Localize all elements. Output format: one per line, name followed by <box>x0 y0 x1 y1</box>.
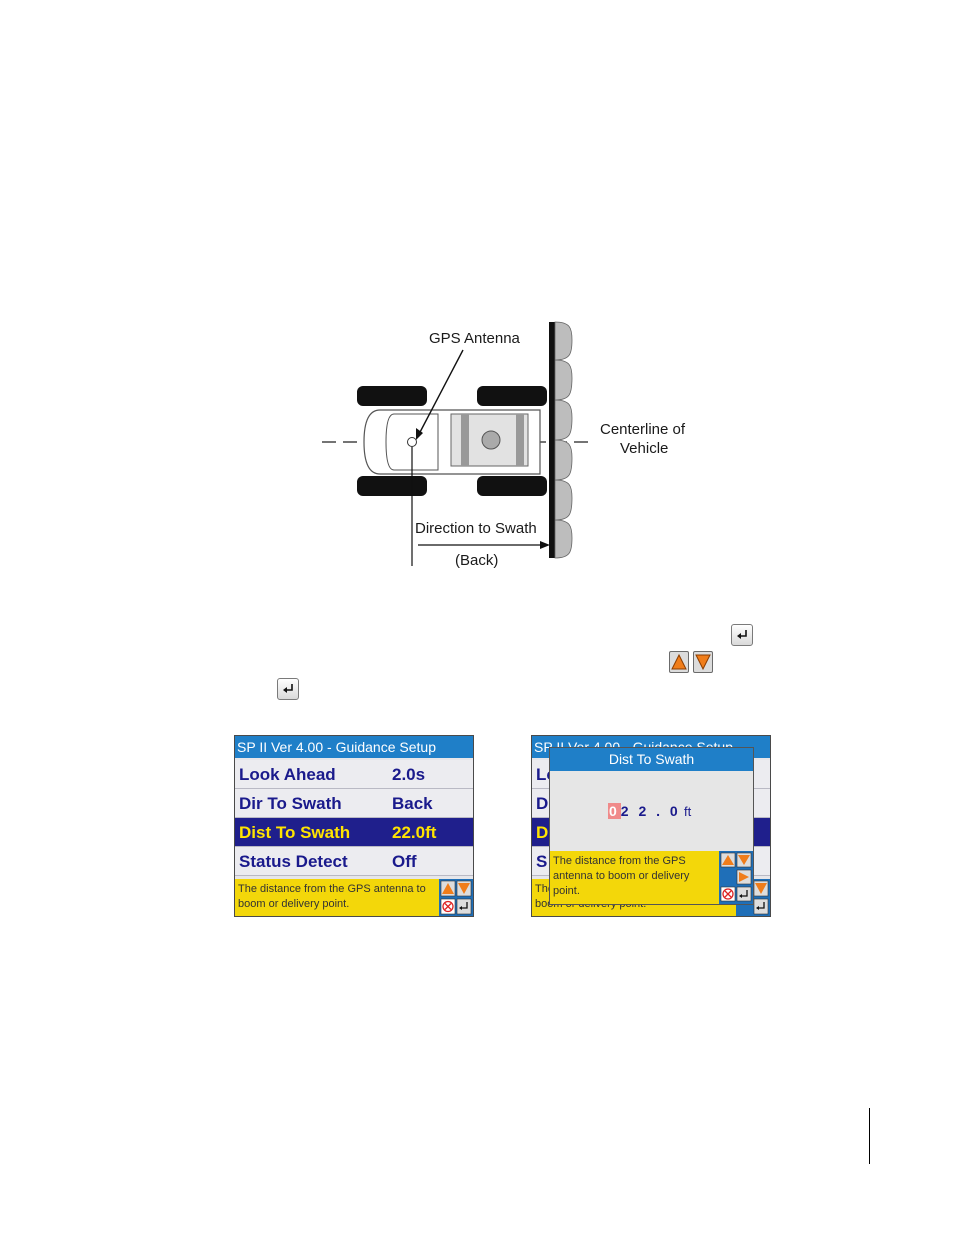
setting-label: D <box>536 794 549 813</box>
engine-rail-left <box>461 414 469 466</box>
vehicle-diagram-drawing <box>322 321 592 566</box>
cancel-icon[interactable] <box>720 886 736 902</box>
up-arrow-icon <box>669 651 689 673</box>
centerline-label-line1: Centerline of <box>600 421 686 438</box>
front-right-tire <box>477 476 547 496</box>
digit-cursor[interactable]: 0 <box>608 803 621 819</box>
right-arrow-icon[interactable] <box>736 869 752 885</box>
enter-icon[interactable] <box>736 886 752 902</box>
setting-value: Back <box>392 794 433 813</box>
dialog-help-text: The distance from the GPS antenna to boo… <box>550 851 719 904</box>
setting-row-look-ahead[interactable]: Look Ahead 2.0s <box>235 760 473 789</box>
rear-left-tire <box>357 386 427 406</box>
down-arrow-icon[interactable] <box>753 880 769 897</box>
setting-label: Status Detect <box>239 852 348 871</box>
centerline-label-line2: Vehicle <box>620 440 669 457</box>
dialog-title: Dist To Swath <box>550 748 753 771</box>
setting-value: 2.0s <box>392 765 426 784</box>
help-text: The distance from the GPS antenna to boo… <box>235 879 439 916</box>
engine-rail-right <box>516 414 524 466</box>
distance-unit: ft <box>684 804 692 819</box>
boom-bar <box>549 322 555 558</box>
screen-controls <box>439 879 473 916</box>
up-arrow-icon[interactable] <box>720 852 736 868</box>
rear-right-tire <box>357 476 427 496</box>
engine-hub <box>481 430 501 450</box>
vehicle-diagram: GPS Antenna Centerline of Vehicle Direct… <box>320 318 720 570</box>
enter-icon <box>731 624 753 646</box>
setting-row-status-detect[interactable]: Status Detect Off <box>235 847 473 876</box>
guidance-setup-screen: SP II Ver 4.00 - Guidance Setup Look Ahe… <box>234 735 474 917</box>
distance-value-input[interactable]: 02 2 . 0 <box>608 803 681 819</box>
margin-rule <box>869 1108 870 1164</box>
down-arrow-icon[interactable] <box>456 880 472 897</box>
setting-value: 22.0ft <box>392 823 437 842</box>
gps-antenna-marker <box>407 437 417 447</box>
dist-to-swath-dialog: Dist To Swath 02 2 . 0 ft The distance f… <box>549 747 754 905</box>
enter-icon[interactable] <box>753 898 769 915</box>
front-left-tire <box>477 386 547 406</box>
cancel-icon[interactable] <box>440 898 456 915</box>
direction-value-label: (Back) <box>455 552 499 569</box>
screen-title: SP II Ver 4.00 - Guidance Setup <box>235 736 473 758</box>
setting-label: S <box>536 852 548 871</box>
setting-label: D <box>536 823 549 842</box>
setting-value: Off <box>392 852 417 871</box>
guidance-setup-screen-with-dialog: SP II Ver 4.00 - Guidance Setup Lo D D S… <box>531 735 771 917</box>
setting-row-dist-to-swath[interactable]: Dist To Swath 22.0ft <box>235 818 473 847</box>
antenna-leader-arrowhead <box>416 428 423 440</box>
down-arrow-icon[interactable] <box>736 852 752 868</box>
setting-label: Look Ahead <box>239 765 336 784</box>
gps-antenna-label: GPS Antenna <box>429 330 520 347</box>
up-arrow-icon[interactable] <box>440 880 456 897</box>
direction-arrowhead <box>540 541 550 549</box>
setting-label: Dir To Swath <box>239 794 342 813</box>
setting-row-dir-to-swath[interactable]: Dir To Swath Back <box>235 789 473 818</box>
dialog-controls <box>719 851 753 904</box>
boom-nozzles <box>554 321 573 559</box>
setting-label: Dist To Swath <box>239 823 351 842</box>
down-arrow-icon <box>693 651 713 673</box>
direction-to-swath-label: Direction to Swath <box>415 520 537 537</box>
enter-icon[interactable] <box>456 898 472 915</box>
value-digits: 2 2 . 0 <box>620 803 681 819</box>
enter-icon <box>277 678 299 700</box>
antenna-leader-line <box>417 349 464 437</box>
